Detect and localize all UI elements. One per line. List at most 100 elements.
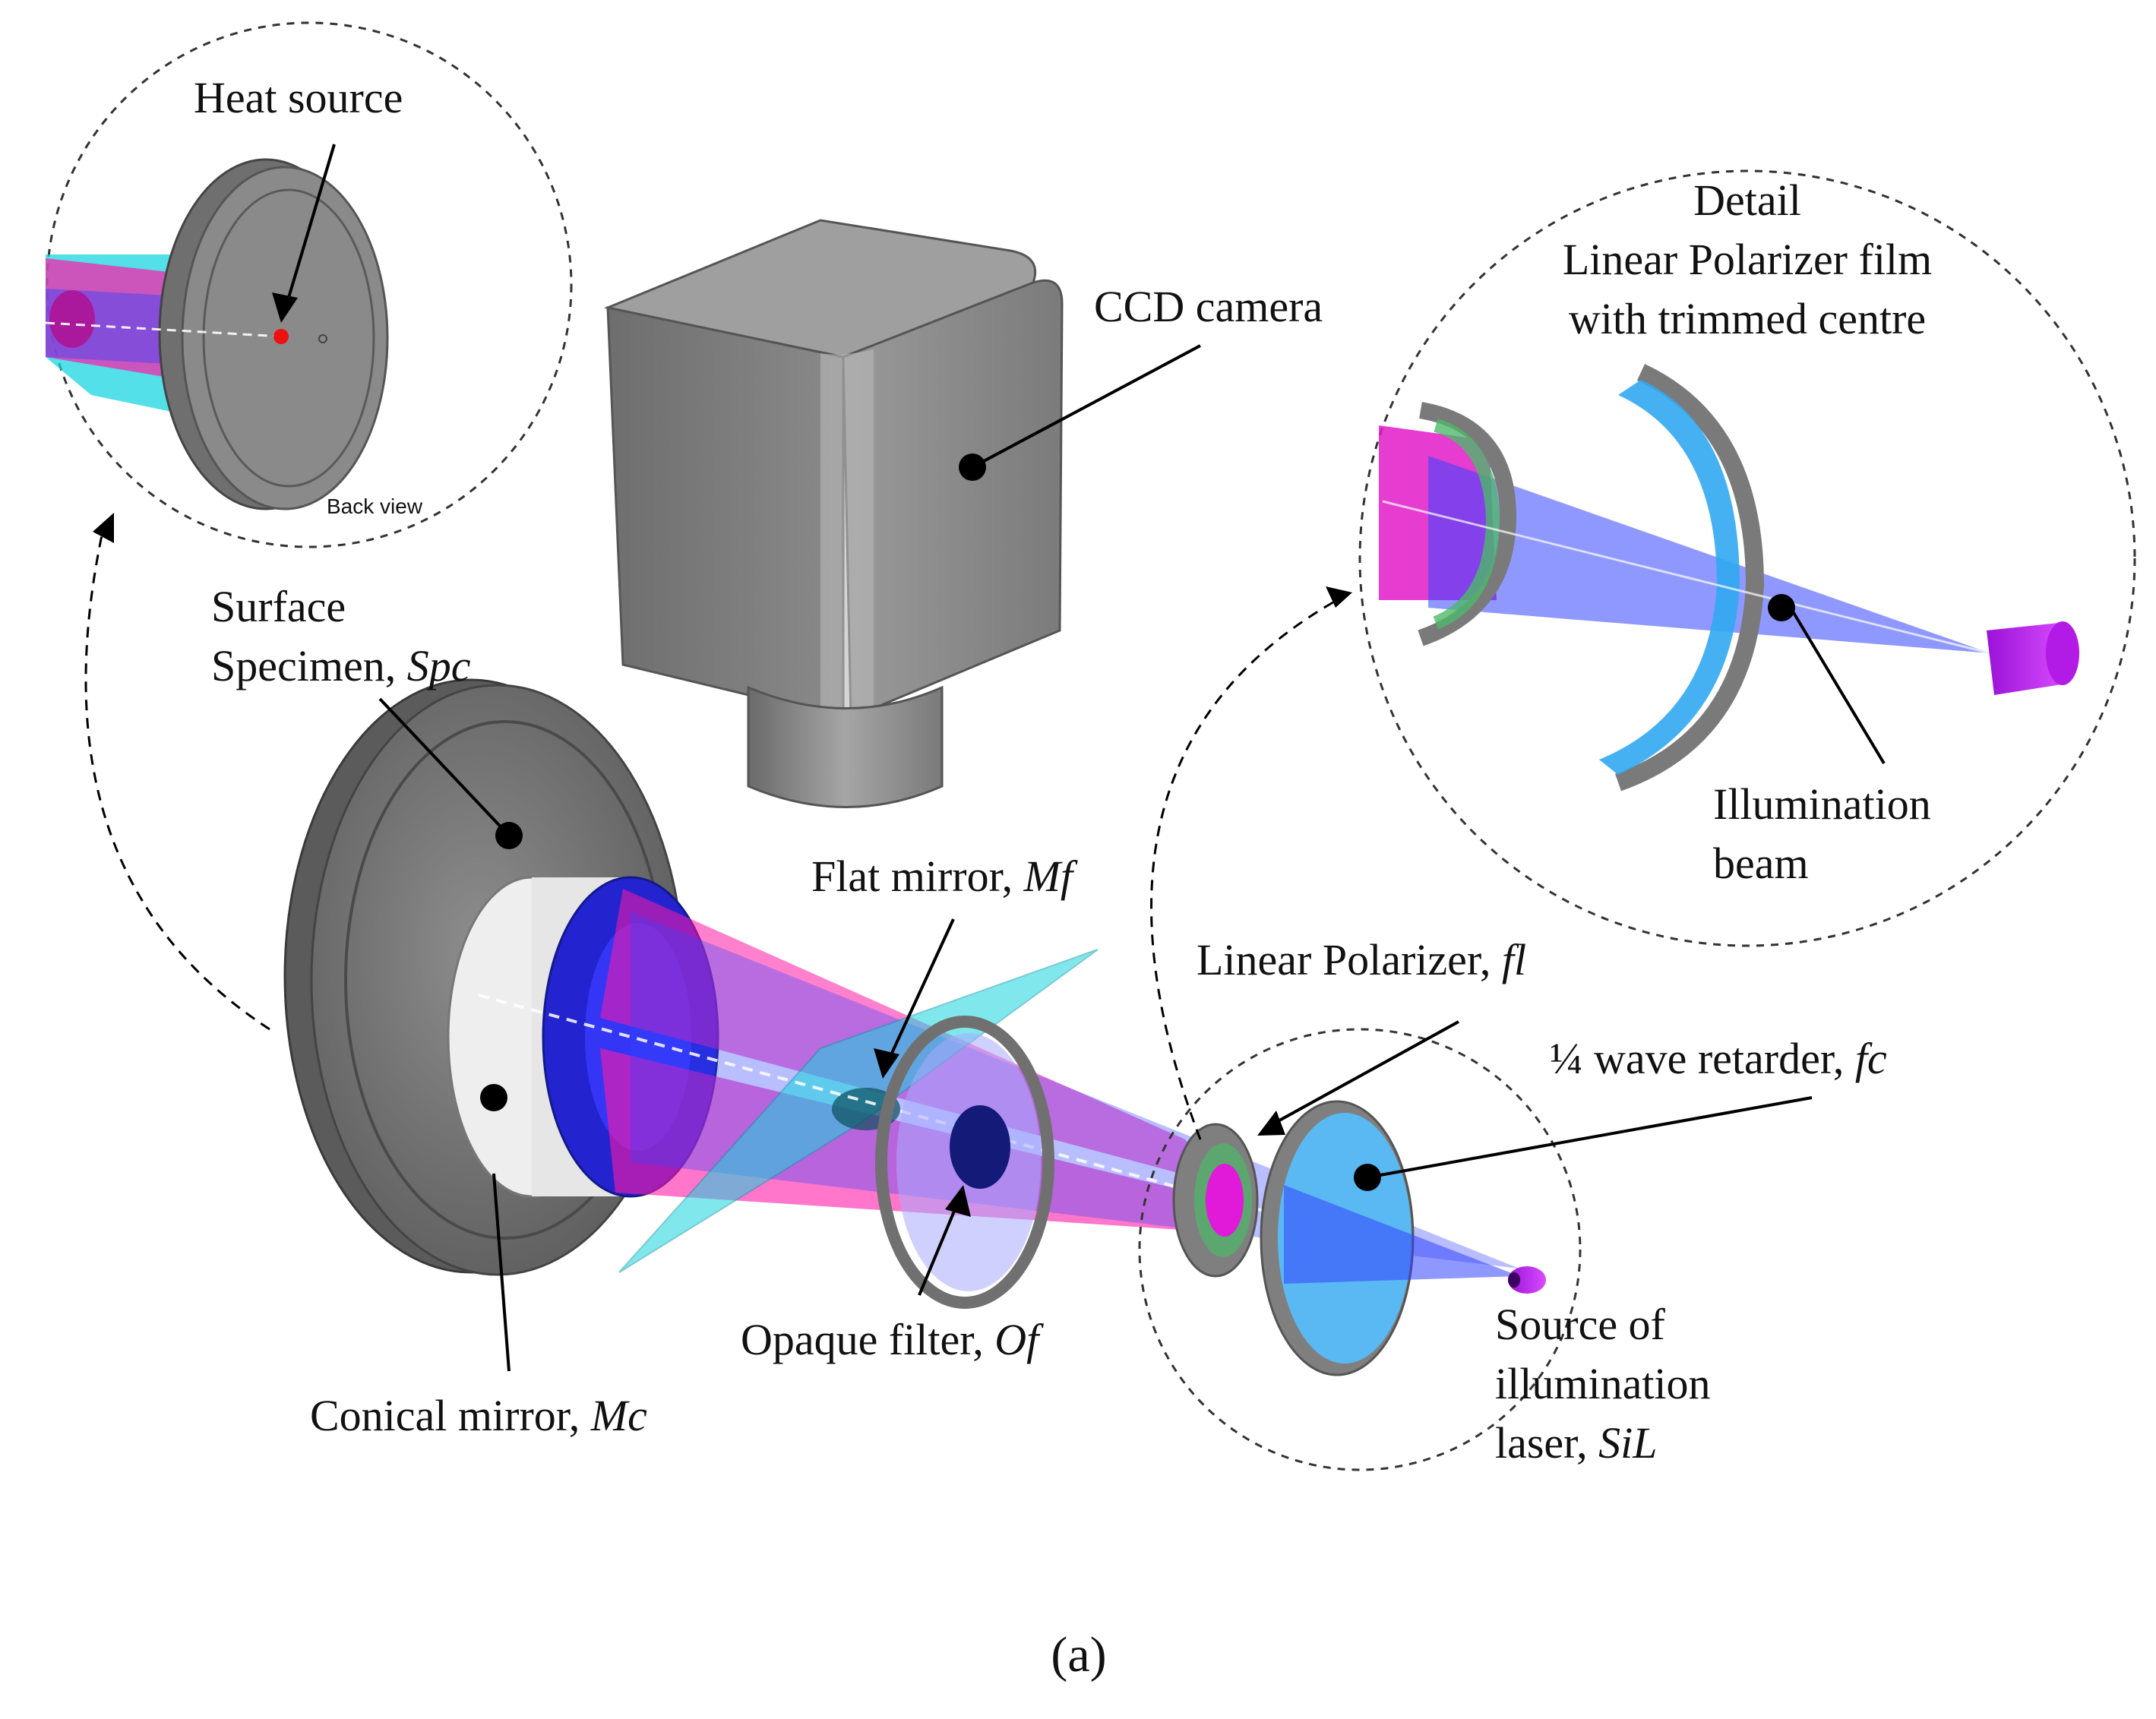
opaque-filter-text: Opaque filter, [741, 1315, 995, 1364]
flat-mirror-symbol: Mf [1023, 852, 1073, 901]
laser-body [1508, 1266, 1546, 1294]
inset-optical-axis [45, 321, 282, 338]
laser-aperture [1508, 1272, 1520, 1288]
inset-circle-polarizer [1138, 1028, 1582, 1471]
leader-lines [84, 144, 1886, 1372]
conical-mirror-symbol: Mc [590, 1391, 647, 1440]
dashed-link-detail [1150, 599, 1338, 1140]
detail-retarder-film [1599, 380, 1740, 775]
detail-polarizer-holder [1418, 402, 1517, 646]
label-conical-mirror: Conical mirror, Mc [310, 1386, 647, 1446]
detail-inset [1358, 169, 2136, 947]
ccd-camera-text: CCD camera [1094, 282, 1323, 331]
source-line-2: illumination [1495, 1359, 1711, 1408]
dot-surface-specimen [495, 822, 523, 849]
linear-polarizer-symbol: fl [1501, 935, 1527, 984]
leader-dots [480, 453, 1795, 1191]
leader-ccd-camera [972, 344, 1201, 469]
arrowhead-dashed-detail [1326, 586, 1352, 608]
surface-line-2: Specimen, Spc [211, 637, 470, 696]
leader-linear-polarizer [1272, 1020, 1459, 1126]
detail-line-1: Detail [1693, 175, 1801, 225]
dot-illumination-beam [1768, 594, 1795, 621]
caption-text: (a) [1051, 1627, 1107, 1683]
detail-laser-body [1987, 623, 2066, 695]
source-line-3-text: laser, [1495, 1418, 1599, 1468]
arrowhead-opaque-filter [945, 1185, 971, 1217]
illum-line-2: beam [1713, 839, 1809, 888]
surface-line-2-text: Specimen, [211, 641, 407, 690]
heat-source-dot [273, 329, 289, 344]
label-back-view: Back view [327, 494, 422, 520]
source-line-1: Source of [1495, 1300, 1665, 1349]
dot-conical-mirror [480, 1084, 507, 1111]
inset-magenta-spot [49, 290, 95, 348]
label-quarter-wave: ¼ wave retarder, fc [1550, 1029, 1887, 1089]
dashed-link-heat-source [84, 531, 270, 1031]
label-heat-source: Heat source [194, 68, 403, 128]
label-detail: Detail Linear Polarizer film with trimme… [1512, 171, 1983, 349]
label-illumination-beam: Illumination beam [1713, 775, 1931, 893]
arrowhead-flat-mirror [874, 1048, 899, 1079]
ccd-camera-lens [747, 685, 944, 808]
ccd-camera-body [603, 219, 1064, 808]
leader-quarter-wave [1367, 1096, 1813, 1179]
label-flat-mirror: Flat mirror, Mf [811, 847, 1073, 906]
inset-magenta-beam [46, 258, 182, 380]
label-ccd-camera: CCD camera [1094, 277, 1323, 337]
detail-line-3: with trimmed centre [1568, 294, 1927, 343]
leader-surface-specimen [378, 697, 511, 837]
detail-polarizer-film [1433, 419, 1500, 630]
conical-mirror-text: Conical mirror, [310, 1391, 591, 1440]
detail-retarder-holder [1615, 364, 1765, 792]
opaque-filter-disc [950, 1105, 1010, 1189]
label-source-laser: Source of illumination laser, SiL [1495, 1295, 1711, 1473]
quarter-wave-text: ¼ wave retarder, [1550, 1034, 1855, 1083]
back-view-inner-ring [202, 188, 375, 488]
quarter-wave-symbol: fc [1854, 1034, 1887, 1083]
detail-laser-end [2046, 621, 2079, 685]
arrowhead-heat-source [272, 292, 298, 323]
dot-ccd-camera [959, 453, 986, 481]
label-surface-specimen: Surface Specimen, Spc [211, 577, 470, 696]
detail-line-2: Linear Polarizer film [1562, 235, 1933, 284]
heat-source-inset [45, 21, 573, 548]
ccd-camera-right-face [842, 279, 1064, 720]
label-opaque-filter: Opaque filter, Of [741, 1310, 1038, 1370]
ccd-camera-left-face [606, 306, 845, 719]
linear-polarizer-centre [1206, 1164, 1244, 1237]
opaque-filter-symbol: Of [994, 1315, 1039, 1364]
surface-symbol: Spc [406, 641, 471, 690]
arrowhead-linear-polarizer [1257, 1111, 1285, 1136]
back-view-small-hole [318, 334, 327, 343]
opaque-filter-rim [875, 1016, 1054, 1309]
source-line-3: laser, SiL [1495, 1414, 1711, 1473]
detail-blue-cone [1428, 456, 1990, 653]
detail-axis [1382, 500, 1991, 655]
illum-line-1: Illumination [1713, 779, 1931, 829]
arrowhead-dashed-heat-source [93, 513, 114, 543]
linear-polarizer-text: Linear Polarizer, [1197, 935, 1502, 984]
figure-caption: (a) [965, 1626, 1193, 1685]
inset-circle-detail [1358, 169, 2136, 947]
back-view-text: Back view [327, 495, 423, 518]
source-symbol: SiL [1598, 1418, 1658, 1468]
leader-opaque-filter [918, 1203, 959, 1296]
leader-conical-mirror [492, 1173, 511, 1372]
leader-heat-source [284, 144, 336, 308]
opaque-filter-part [875, 1016, 1054, 1309]
flat-mirror-text: Flat mirror, [811, 852, 1024, 901]
surface-line-1: Surface [211, 582, 346, 631]
polarizer-retarder-assembly [1138, 1028, 1582, 1471]
label-linear-polarizer: Linear Polarizer, fl [1197, 931, 1526, 990]
blue-beam-to-laser [1284, 1185, 1519, 1284]
detail-laser [1987, 621, 2079, 695]
ccd-camera-edge-highlight [820, 349, 874, 717]
leader-illumination-beam [1791, 610, 1886, 765]
laser-source [1508, 1266, 1546, 1294]
heat-source-text: Heat source [194, 73, 403, 122]
dot-quarter-wave [1354, 1164, 1381, 1191]
leader-flat-mirror [887, 918, 955, 1060]
